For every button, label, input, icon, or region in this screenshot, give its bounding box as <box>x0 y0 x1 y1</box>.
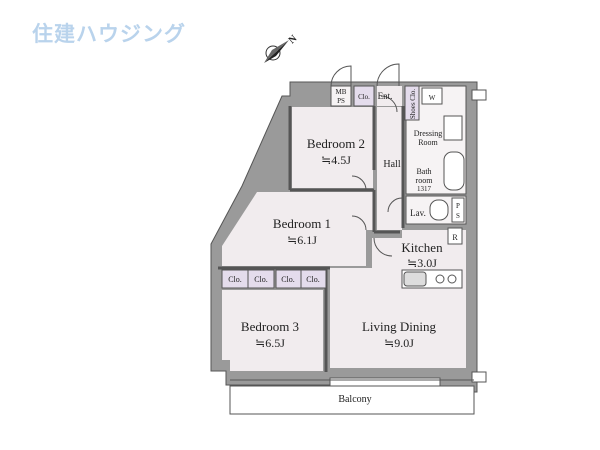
dressing-label: Dressing <box>414 129 442 138</box>
fridge-box <box>447 227 463 245</box>
closet-labels: MB PS Clo. Shoes Clo. Clo. Clo. Clo. Clo… <box>228 88 417 284</box>
bathroom-label-line2: room <box>416 176 434 185</box>
bedroom-3-area <box>222 290 323 371</box>
room-labels: Bedroom 2 ≒4.5J Bedroom 1 ≒6.1J Bedroom … <box>241 91 443 405</box>
bathroom-code: 1317 <box>417 185 432 193</box>
bathroom-label: Bath <box>416 167 431 176</box>
toilet-icon <box>429 199 449 221</box>
kitchen-size: ≒3.0J <box>407 256 437 270</box>
washer-label: W <box>429 94 436 102</box>
bedroom-1-size: ≒6.1J <box>287 233 317 247</box>
bath-fixtures <box>401 87 465 289</box>
entrance-label: Ent. <box>378 91 393 101</box>
bedroom-2-area <box>292 107 373 188</box>
bedroom-1-label: Bedroom 1 <box>273 216 331 231</box>
living-dining-area <box>330 230 466 368</box>
mb-ps-closet <box>330 85 352 107</box>
stove-burner-icon <box>447 274 457 284</box>
ps-box <box>451 197 465 223</box>
kitchen-sink-icon <box>403 271 427 287</box>
fixture-labels: W P S R <box>429 94 460 242</box>
balcony-label: Balcony <box>338 394 371 405</box>
dressing-label-line2: Room <box>418 138 438 147</box>
closet-label-d: Clo. <box>306 275 320 284</box>
brand-logo: 住建ハウジング <box>32 22 186 46</box>
north-compass-icon: N <box>264 33 300 63</box>
closets <box>221 85 420 289</box>
bedroom-2-label: Bedroom 2 <box>307 136 365 151</box>
bedroom-1-area <box>222 192 373 266</box>
closet-label-a: Clo. <box>228 275 242 284</box>
bathtub-icon <box>443 151 465 191</box>
bedroom-3-size: ≒6.5J <box>255 336 285 350</box>
ps-fixture-label-line2: S <box>456 212 460 220</box>
ps-fixture-label: P <box>456 202 460 210</box>
bedroom-3-label: Bedroom 3 <box>241 319 299 334</box>
entry-closet-label: Clo. <box>358 93 370 101</box>
kitchen-label: Kitchen <box>401 240 443 255</box>
living-dining-label: Living Dining <box>362 319 437 334</box>
bedroom-2-size: ≒4.5J <box>321 153 351 167</box>
stove-burner-icon <box>435 274 445 284</box>
hall-label: Hall <box>383 159 400 170</box>
door-swings <box>330 63 403 257</box>
sink-icon <box>443 115 463 141</box>
shoes-closet <box>404 85 420 121</box>
lavatory-label: Lav. <box>410 208 426 218</box>
living-dining-size: ≒9.0J <box>384 336 414 350</box>
ps-label: PS <box>337 97 345 105</box>
balcony <box>229 379 475 415</box>
mb-label: MB <box>336 88 347 96</box>
entrance-area <box>377 86 402 106</box>
compass-label: N <box>287 33 300 47</box>
entry-closet <box>353 85 375 107</box>
closet-label-c: Clo. <box>281 275 295 284</box>
fridge-label: R <box>452 233 458 242</box>
closet-label-b: Clo. <box>254 275 268 284</box>
washer-icon <box>421 87 443 105</box>
shoes-closet-label: Shoes Clo. <box>409 89 417 120</box>
